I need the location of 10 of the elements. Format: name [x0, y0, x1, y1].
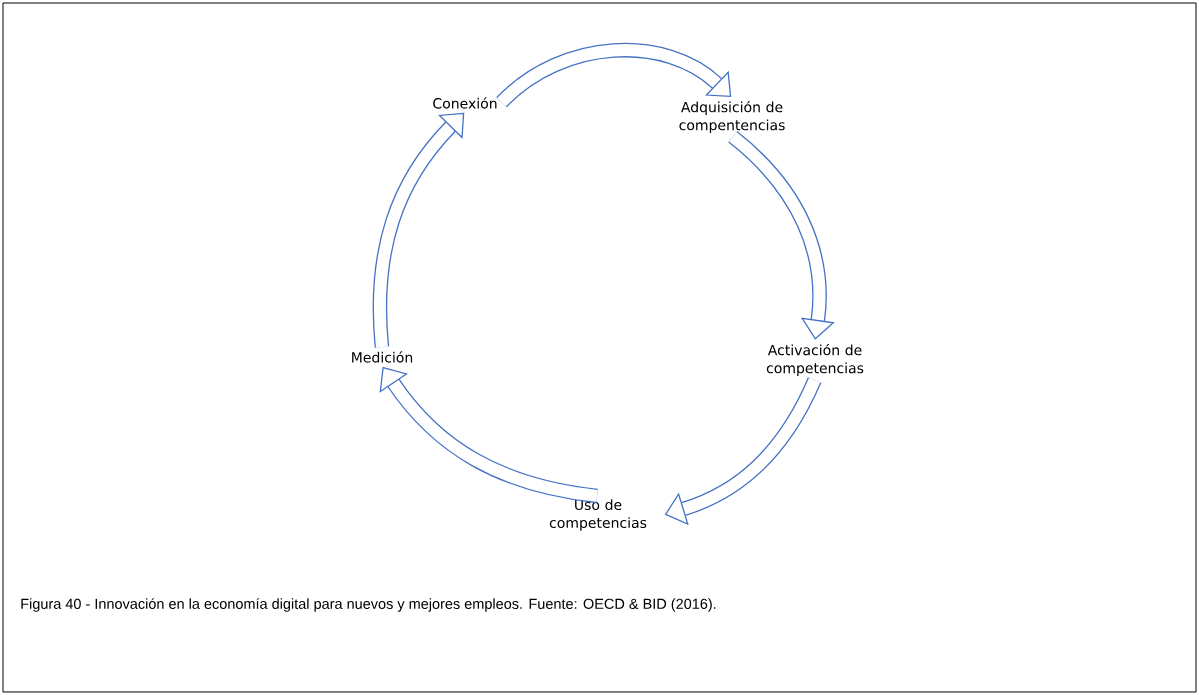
step-label: Activación de competencias: [766, 343, 864, 377]
figure-caption: Figura 40 - Innovación en la economía digital para nuevos y mejores empleos. Fuente: OECD & BID (2016).: [21, 598, 716, 612]
block-arrow: [372, 112, 465, 348]
step-label: Medición: [352, 351, 413, 363]
block-arrow: [496, 43, 732, 108]
step-label: Conexión: [433, 97, 497, 109]
step-label: Adquisición de compentencias: [679, 100, 785, 134]
block-arrow: [728, 131, 835, 340]
step-label: Uso de competencias: [549, 499, 647, 531]
block-arrow: [379, 366, 598, 504]
